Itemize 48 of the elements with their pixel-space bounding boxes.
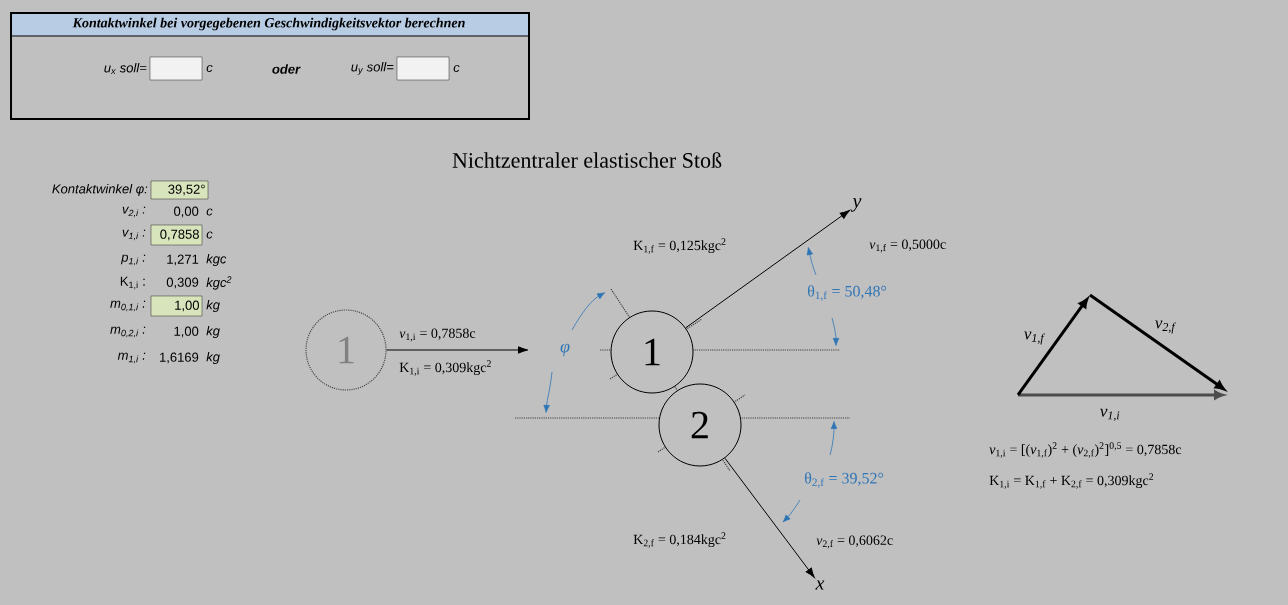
- angle-label: θ$_{2,f}$ = 39,52°: [804, 472, 884, 488]
- energy-label: K$_{1,f}$ = 0,125kgc$^{2}$: [633, 238, 726, 254]
- table-label: m$_{0,1,i}$ :: [110, 300, 146, 312]
- unit-label: kg: [206, 351, 220, 365]
- connector-word: oder: [272, 64, 301, 74]
- value-field: 1,00: [150, 295, 203, 317]
- table-label: v$_{1,i}$ :: [122, 229, 146, 241]
- table-value: 1,271: [167, 254, 199, 266]
- unit-label: kg: [206, 325, 220, 339]
- unit-label: c: [453, 64, 460, 73]
- unit-label: c: [206, 208, 213, 216]
- table-value: 1,6169: [160, 352, 199, 364]
- input-field: [149, 56, 203, 81]
- arrow: [685, 209, 850, 329]
- unit-label: c: [206, 231, 213, 239]
- table-value: 0,00: [174, 206, 199, 218]
- angle-label: θ$_{1,f}$ = 50,48°: [807, 285, 887, 301]
- arrow: [386, 346, 529, 354]
- table-label: Kontaktwinkel φ:: [52, 183, 148, 197]
- diagram-title: Nichtzentraler elastischer Stoß: [452, 152, 722, 168]
- table-label: p$_{1,i}$ :: [120, 254, 146, 266]
- unit-label: kgc: [206, 253, 227, 267]
- table-label: v$_{2,i}$ :: [122, 206, 146, 218]
- angle-label: φ: [560, 343, 570, 357]
- energy-label: K$_{1,i}$ = 0,309kgc$^{2}$: [399, 360, 491, 376]
- unit-label: kgc$^{2}$: [206, 276, 232, 290]
- unit-label: kg: [206, 299, 220, 313]
- velocity-label: v$_{1,i}$ = 0,7858c: [399, 328, 476, 342]
- table-label: m$_{1,i}$ :: [117, 352, 146, 364]
- formula-text: v$_{1,i}$ = [(v$_{1,f}$)$^{2}$ + (v$_{2,f}$)$^{2}$]$^{0,5}$ = 0,7858c: [989, 442, 1182, 458]
- axis-label: x: [815, 580, 825, 590]
- vector-label: v$_{1,i}$: [1100, 408, 1120, 422]
- table-value: 0,309: [166, 277, 199, 289]
- input-field: [396, 56, 450, 81]
- value-field: 39,52°: [150, 180, 209, 200]
- axis-label: y: [850, 198, 862, 212]
- field-label: u$_{x}$ soll=: [104, 62, 147, 75]
- energy-label: K$_{2,f}$ = 0,184kgc$^{2}$: [633, 532, 726, 548]
- table-label: m$_{0,2,i}$ :: [110, 326, 146, 338]
- field-label: u$_{y}$ soll=: [351, 61, 394, 76]
- arrow: [724, 457, 815, 578]
- velocity-label: v$_{1,f}$ = 0,5000c: [869, 239, 946, 253]
- table-value: 1,00: [174, 326, 199, 338]
- value-field: 0,7858: [150, 224, 203, 246]
- formula-text: K$_{1,i}$ = K$_{1,f}$ + K$_{2,f}$ = 0,309kgc$^{2}$: [989, 473, 1154, 489]
- table-label: K$_{1,i}$ :: [120, 276, 145, 290]
- unit-label: c: [206, 64, 213, 73]
- velocity-label: v$_{2,f}$ = 0,6062c: [816, 535, 893, 549]
